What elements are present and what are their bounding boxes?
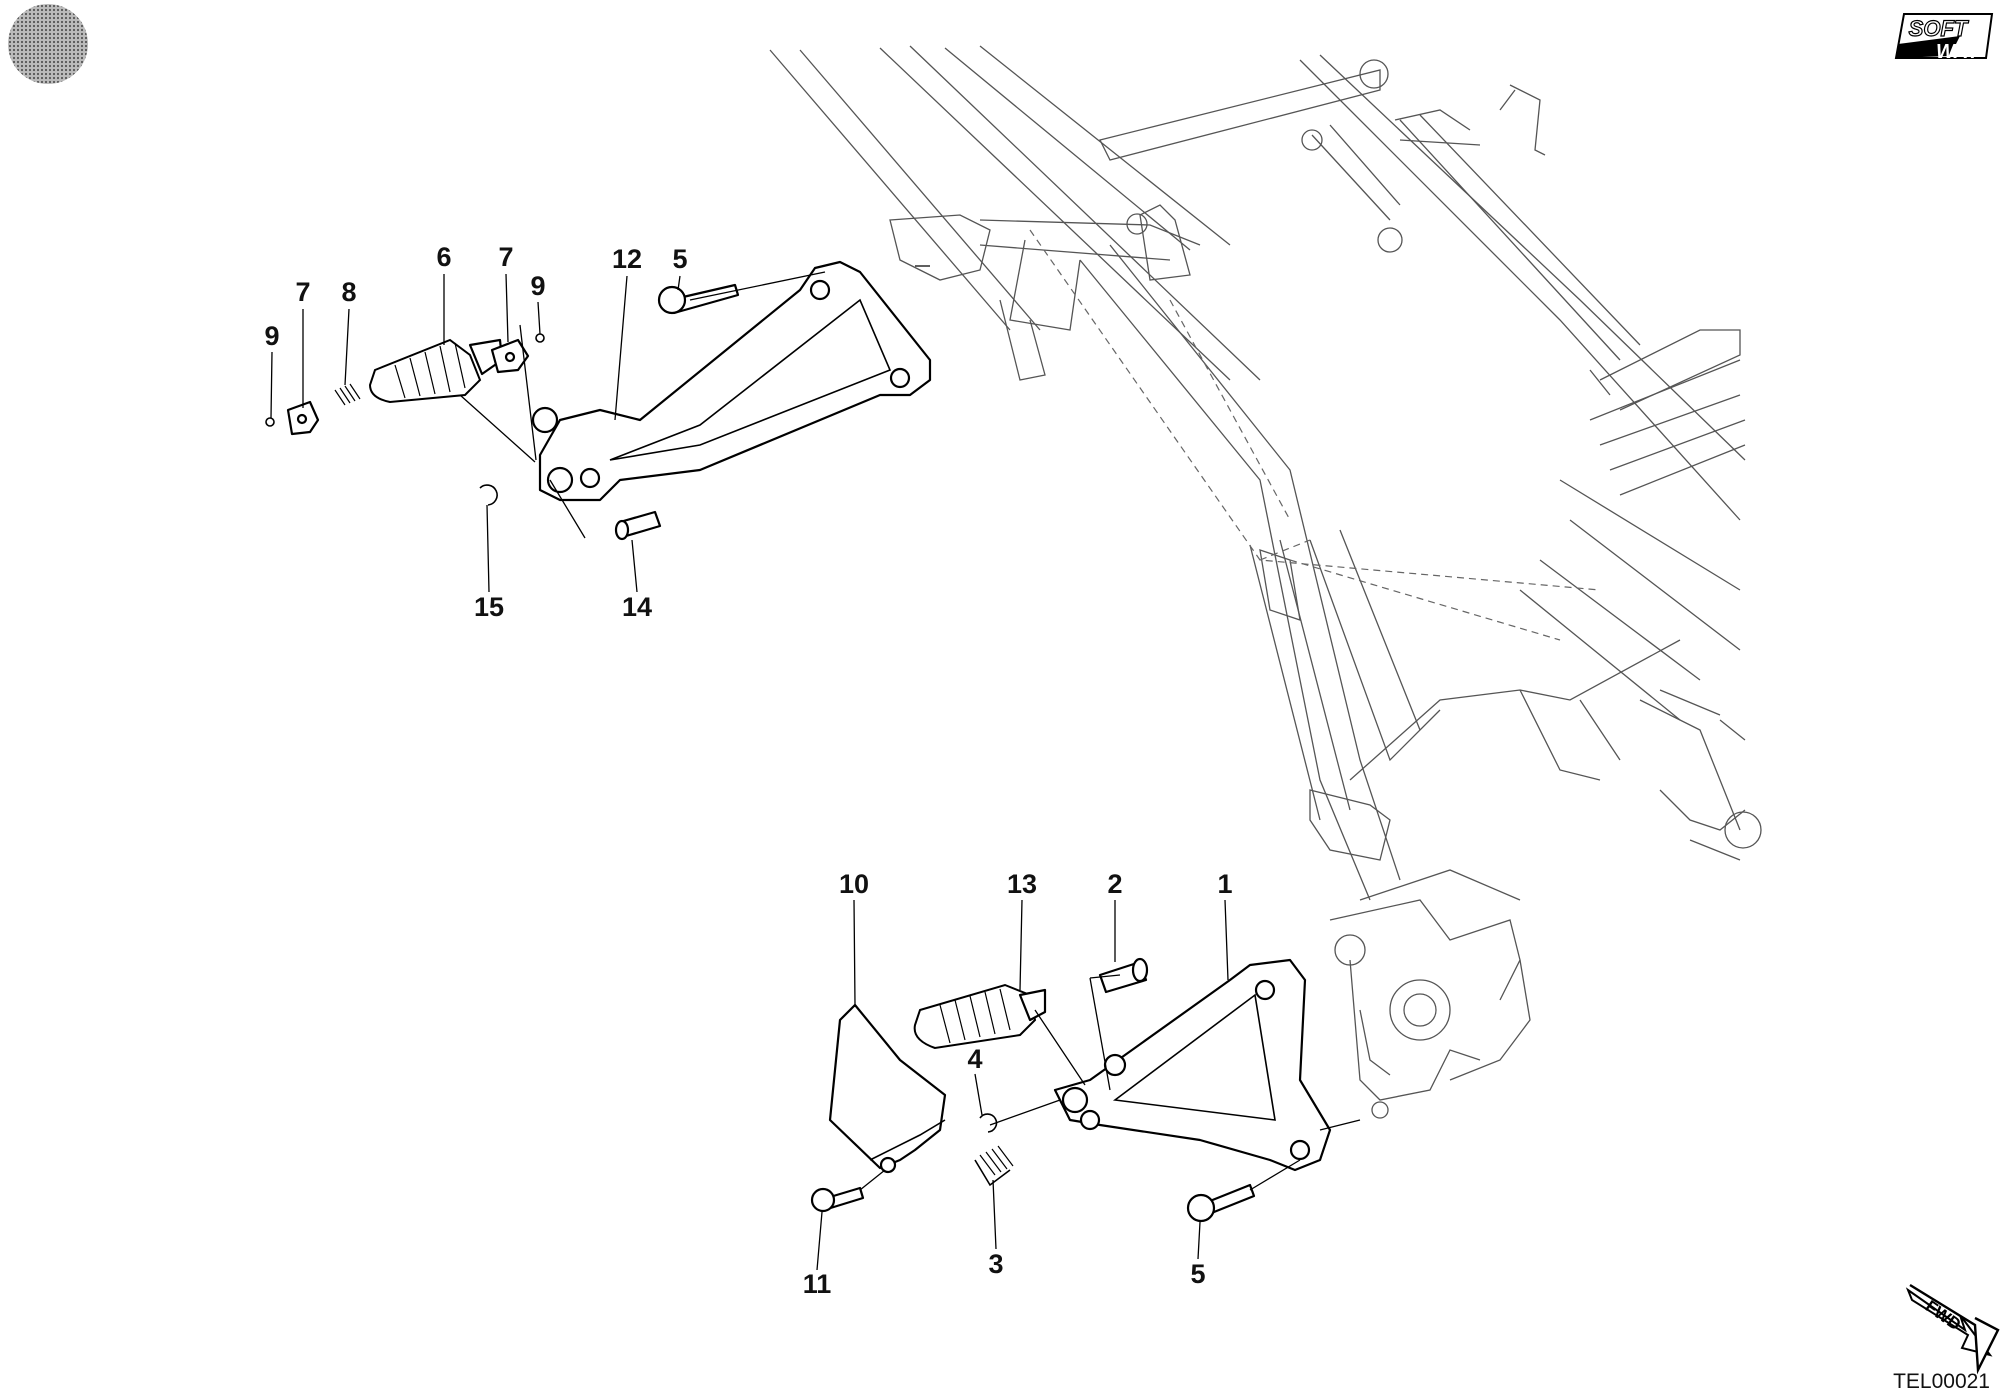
lower-leader-lines	[859, 974, 1361, 1191]
bolt-5-lower	[1186, 1183, 1256, 1223]
callout-3: 3	[988, 1249, 1003, 1279]
callout-leaders	[270, 273, 1229, 1271]
bracket-1	[1053, 958, 1332, 1172]
clip-15	[479, 484, 498, 506]
callout-4: 4	[967, 1044, 982, 1074]
bolt-5-upper	[657, 283, 740, 315]
callout-2: 2	[1107, 869, 1122, 899]
softway-logo: SOFT WAY	[1894, 13, 1994, 63]
spring-8	[334, 383, 361, 406]
callout-15: 15	[474, 592, 504, 622]
callout-9-right: 9	[530, 271, 545, 301]
logo-line1: SOFT	[1909, 16, 1969, 41]
spring-3	[974, 1145, 1014, 1187]
reference-code: TEL00021	[1893, 1370, 1990, 1393]
footpeg-13	[913, 983, 1047, 1050]
ring-9-right	[535, 333, 545, 343]
fwd-direction-icon: FWD	[1905, 1283, 2000, 1375]
callout-13: 13	[1007, 869, 1037, 899]
callout-6: 6	[436, 242, 451, 272]
callout-5-upper: 5	[672, 244, 687, 274]
pin-2	[1098, 957, 1149, 994]
washer-7-left	[286, 400, 320, 436]
callout-5-lower: 5	[1190, 1259, 1205, 1289]
callout-12: 12	[612, 244, 642, 274]
corner-mark-icon	[8, 4, 88, 84]
bracket-12	[531, 260, 932, 502]
callout-10: 10	[839, 869, 869, 899]
clip-4	[979, 1113, 998, 1133]
footpeg-6	[368, 338, 504, 404]
callout-11: 11	[803, 1269, 832, 1299]
callout-7-right: 7	[498, 242, 513, 272]
washer-7-right	[490, 338, 530, 374]
upper-leader-lines	[459, 265, 930, 539]
pin-14	[614, 510, 662, 541]
ring-9-left	[265, 417, 275, 427]
callout-9-left: 9	[264, 321, 279, 351]
callout-8: 8	[341, 277, 356, 307]
bolt-11	[810, 1186, 865, 1213]
logo-line2: WAY	[1936, 41, 1982, 63]
heel-guard-10	[828, 1003, 947, 1174]
frame-drawing	[769, 45, 1762, 1119]
callout-1: 1	[1217, 869, 1232, 899]
callout-14: 14	[622, 592, 652, 622]
callout-7-left: 7	[295, 277, 310, 307]
